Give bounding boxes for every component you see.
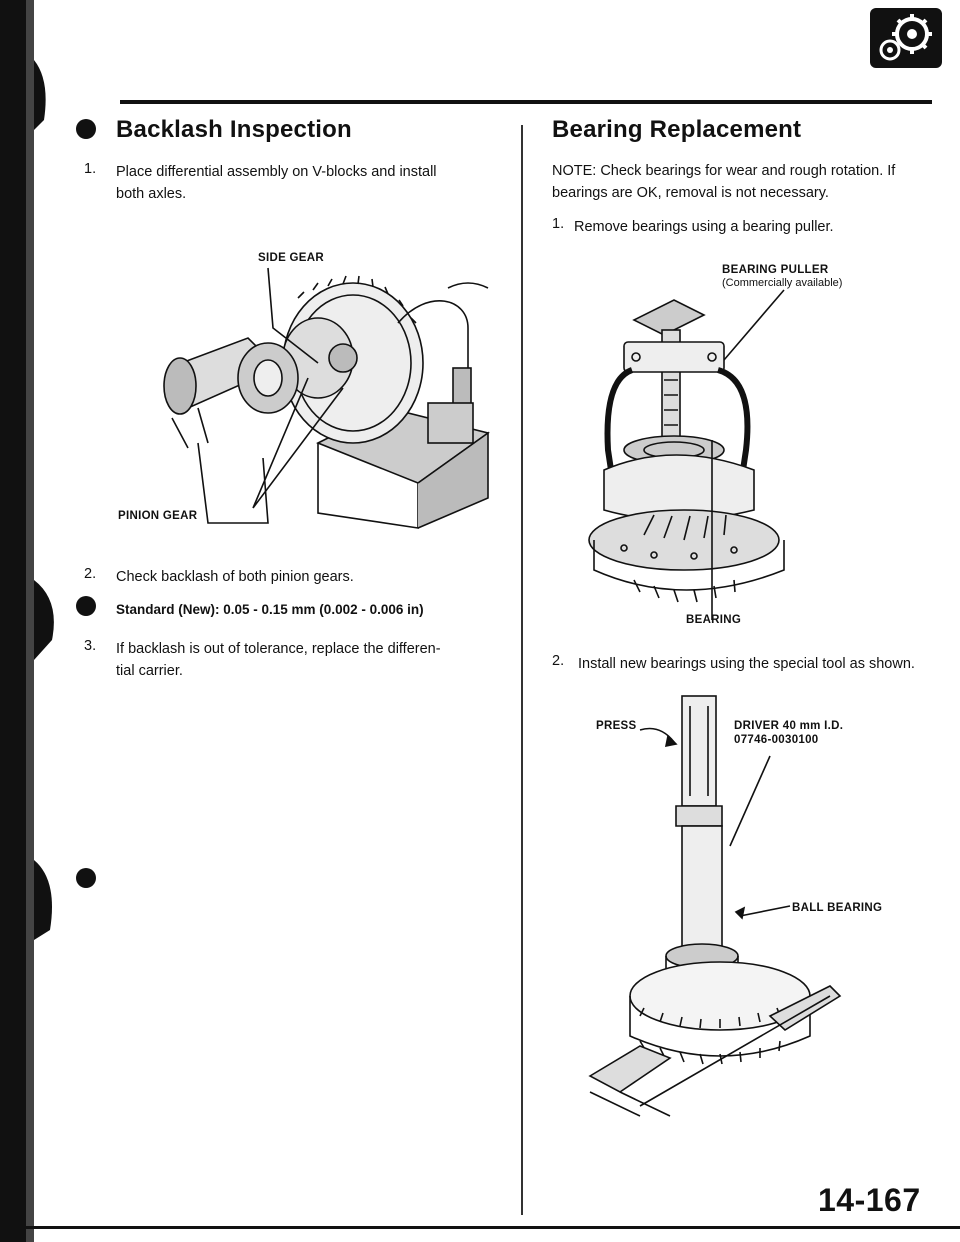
figure-label-bearing-puller: BEARING PULLER bbox=[722, 264, 829, 276]
step-number: 3. bbox=[84, 638, 97, 654]
column-divider bbox=[521, 125, 523, 1215]
figure-label-bearing: BEARING bbox=[686, 614, 742, 626]
step-text: tial carrier. bbox=[116, 663, 183, 679]
figure-label-ball-bearing: BALL BEARING bbox=[792, 902, 883, 914]
gear-section-icon bbox=[870, 8, 942, 68]
section-title-backlash: Backlash Inspection bbox=[116, 116, 352, 143]
binding-margin-bar bbox=[0, 0, 26, 1242]
binding-tab-marks bbox=[34, 60, 54, 940]
step-number: 2. bbox=[552, 653, 565, 669]
page-bullet-mark bbox=[76, 868, 96, 888]
figure-label-driver: DRIVER 40 mm I.D. bbox=[734, 720, 844, 732]
figure-label-driver-part: 07746-0030100 bbox=[734, 734, 819, 746]
header-rule bbox=[120, 100, 932, 104]
figure-label-pinion-gear: PINION GEAR bbox=[118, 510, 198, 522]
step-number: 1. bbox=[552, 216, 565, 232]
bearing-puller-illustration bbox=[588, 289, 785, 620]
step-number: 1. bbox=[84, 161, 97, 177]
standard-spec: Standard (New): 0.05 - 0.15 mm (0.002 - … bbox=[116, 602, 424, 617]
step-text: both axles. bbox=[116, 186, 187, 202]
figure-label-side-gear: SIDE GEAR bbox=[258, 252, 324, 264]
step-text: If backlash is out of tolerance, replace… bbox=[116, 641, 441, 657]
step-text: Place differential assembly on V-blocks … bbox=[116, 164, 437, 180]
step-text: Check backlash of both pinion gears. bbox=[116, 569, 354, 585]
section-title-bearing: Bearing Replacement bbox=[552, 116, 802, 143]
note-text: bearings are OK, removal is not necessar… bbox=[552, 185, 829, 201]
binding-margin-strip bbox=[26, 0, 34, 1242]
figure-label-puller-note: (Commercially available) bbox=[722, 277, 843, 289]
section-bullet-left bbox=[76, 119, 96, 139]
step-text: Install new bearings using the special t… bbox=[578, 656, 915, 672]
step-number: 2. bbox=[84, 566, 97, 582]
differential-illustration bbox=[163, 267, 490, 529]
footer-rule bbox=[26, 1226, 960, 1229]
figure-label-press: PRESS bbox=[596, 720, 637, 732]
bearing-driver-illustration bbox=[588, 695, 842, 1117]
step-text: Remove bearings using a bearing puller. bbox=[574, 219, 834, 235]
step-bullet-mark bbox=[76, 596, 96, 616]
page-number: 14-167 bbox=[818, 1182, 921, 1218]
note-text: NOTE: Check bearings for wear and rough … bbox=[552, 163, 896, 179]
